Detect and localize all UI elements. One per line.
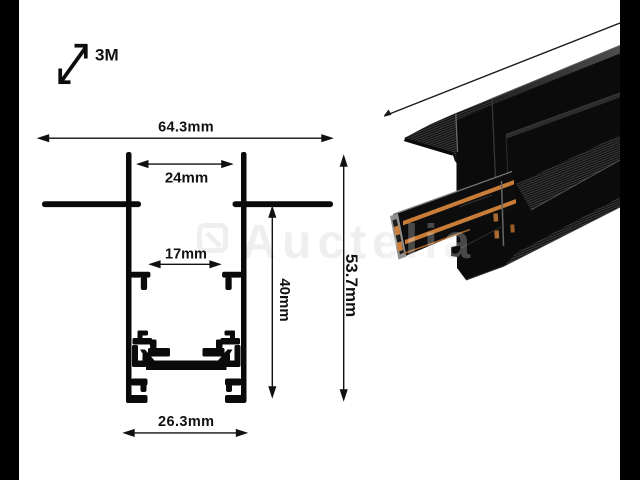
svg-text:40mm: 40mm bbox=[276, 278, 293, 321]
svg-text:3M: 3M bbox=[95, 46, 119, 65]
svg-text:64.3mm: 64.3mm bbox=[158, 120, 214, 136]
svg-text:Auctelia: Auctelia bbox=[242, 216, 477, 269]
svg-text:17mm: 17mm bbox=[165, 247, 207, 263]
svg-text:26.3mm: 26.3mm bbox=[158, 414, 214, 430]
svg-text:24mm: 24mm bbox=[165, 170, 208, 187]
svg-text:53.7mm: 53.7mm bbox=[342, 254, 361, 317]
